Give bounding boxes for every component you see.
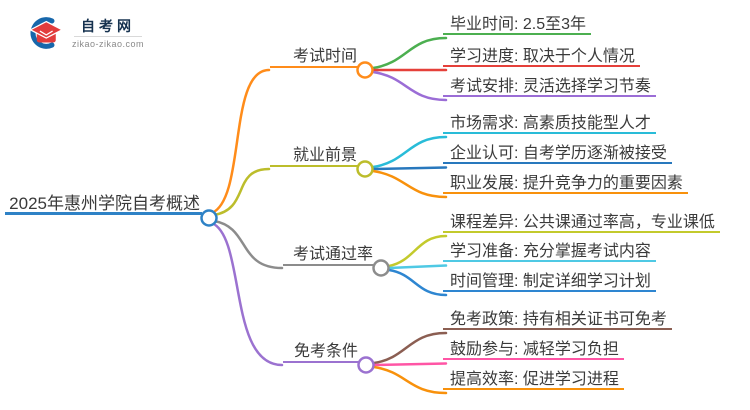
branch-label-job-outlook: 就业前景 [270, 145, 358, 167]
edge-exam-time-3 [371, 70, 448, 102]
exam-time-node-circle [356, 61, 374, 79]
leaf-label-course-difference: 课程差异: 公共课通过率高，专业课低 [443, 213, 720, 233]
leaf-label-study-preparation: 学习准备: 充分掌握考试内容 [443, 242, 656, 262]
edge-exemption-3 [372, 365, 448, 395]
logo-divider [74, 35, 143, 37]
branch-label-pass-rate: 考试通过率 [283, 244, 374, 266]
edge-root-exam-time [210, 68, 271, 215]
edge-exemption-1 [372, 331, 448, 365]
leaf-label-encouragement: 鼓励参与: 减轻学习负担 [443, 340, 624, 360]
edge-exam-time-1 [371, 36, 448, 70]
branch-label-exemption: 免考条件 [283, 341, 359, 363]
root-node-label: 2025年惠州学院自考概述 [5, 193, 202, 215]
edge-exemption-2 [372, 362, 448, 367]
leaf-label-efficiency: 提高效率: 促进学习进程 [443, 370, 624, 390]
edge-job-outlook-1 [371, 135, 448, 169]
leaf-label-time-management: 时间管理: 制定详细学习计划 [443, 272, 656, 292]
site-logo: 自考网 zikao-zikao.com [26, 14, 144, 52]
graduation-cap-logo-icon [29, 17, 64, 49]
edge-pass-rate-2 [387, 264, 448, 270]
edge-pass-rate-1 [387, 234, 448, 268]
leaf-label-exam-arrangement: 考试安排: 灵活选择学习节奏 [443, 77, 656, 97]
edge-pass-rate-3 [387, 268, 448, 297]
leaf-label-study-progress: 学习进度: 取决于个人情况 [443, 47, 640, 67]
leaf-label-market-demand: 市场需求: 高素质技能型人才 [443, 114, 656, 134]
root-node-circle [200, 209, 218, 227]
edge-root-job-outlook [212, 167, 271, 217]
edge-root-pass-rate [212, 219, 284, 270]
job-outlook-node-circle [356, 160, 374, 178]
exemption-node-circle [357, 356, 375, 374]
edge-job-outlook-2 [371, 166, 448, 171]
logo-title: 自考网 [81, 17, 136, 34]
edge-job-outlook-3 [371, 169, 448, 199]
leaf-label-employer-approval: 企业认可: 自考学历逐渐被接受 [443, 144, 672, 164]
logo-domain: zikao-zikao.com [72, 38, 145, 49]
pass-rate-node-circle [372, 259, 390, 277]
edge-root-exemption [210, 221, 284, 367]
leaf-label-career-growth: 职业发展: 提升竞争力的重要因素 [443, 174, 688, 194]
leaf-label-exemption-policy: 免考政策: 持有相关证书可免考 [443, 310, 672, 330]
leaf-label-graduation-time: 毕业时间: 2.5至3年 [443, 15, 592, 35]
branch-label-exam-time: 考试时间 [270, 46, 358, 68]
